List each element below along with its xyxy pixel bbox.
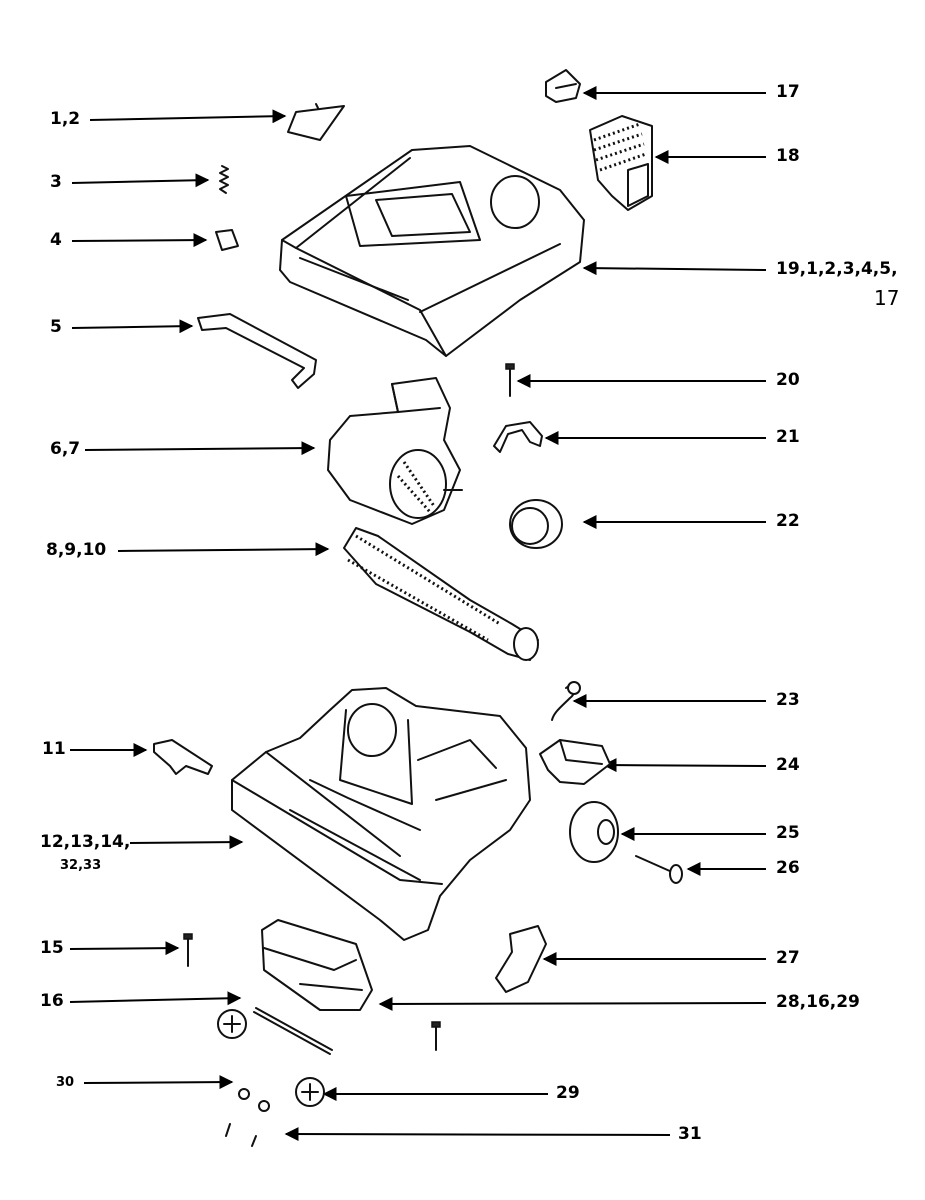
part-filter-card	[287, 103, 345, 141]
leader-1-2	[89, 109, 287, 124]
part-belt	[509, 499, 563, 549]
part-bracket-27	[495, 925, 547, 993]
leader-6-7	[84, 441, 316, 456]
leader-30	[83, 1075, 234, 1090]
callout-15: 15	[40, 938, 64, 958]
callout-29: 29	[556, 1083, 580, 1103]
leader-24	[602, 758, 767, 773]
leader-12-14	[129, 835, 244, 850]
callout-5: 5	[50, 317, 62, 337]
callout-27: 27	[776, 948, 800, 968]
callout-8-9-10: 8,9,10	[46, 540, 107, 560]
part-clip-11	[153, 739, 213, 775]
part-wheel-29b	[295, 1077, 325, 1107]
leader-5	[71, 319, 194, 334]
callout-28-16-29: 28,16,29	[776, 992, 860, 1012]
part-brush-roll	[343, 527, 539, 661]
callout-1-2: 1,2	[50, 109, 81, 129]
callout-25: 25	[776, 823, 800, 843]
part-clip-21	[493, 421, 543, 453]
part-hood	[279, 145, 585, 357]
callout-32-33: 32,33	[60, 858, 102, 873]
callout-23: 23	[776, 690, 800, 710]
callout-31: 31	[678, 1124, 702, 1144]
leader-3	[71, 173, 210, 188]
part-handle-bracket	[197, 313, 317, 389]
callout-6-7: 6,7	[50, 439, 81, 459]
callout-30: 30	[56, 1075, 75, 1090]
part-screw-small	[431, 1021, 441, 1051]
leader-16	[69, 991, 242, 1006]
part-base	[231, 687, 531, 941]
leader-19	[582, 261, 767, 276]
callout-12-13-14: 12,13,14,	[40, 832, 131, 852]
leader-15	[69, 941, 180, 956]
callout-21: 21	[776, 427, 800, 447]
part-spring	[219, 165, 229, 194]
part-light-cover	[589, 115, 653, 211]
callout-3: 3	[50, 172, 62, 192]
callout-17: 17	[776, 82, 800, 102]
leader-8-9-10	[117, 542, 330, 557]
leader-28	[378, 996, 767, 1011]
leader-4	[71, 233, 208, 248]
part-motor	[327, 377, 463, 525]
part-small-block	[215, 229, 239, 251]
callout-26: 26	[776, 858, 800, 878]
callout-24: 24	[776, 755, 800, 775]
part-screws-31	[225, 1123, 257, 1147]
leader-31	[284, 1127, 671, 1142]
callout-19: 19,1,2,3,4,5,	[776, 259, 898, 279]
callout-11: 11	[42, 739, 66, 759]
callout-18: 18	[776, 146, 800, 166]
part-pedal	[539, 739, 611, 785]
part-screw-15	[183, 933, 193, 967]
part-latch	[545, 69, 581, 103]
part-agitator-housing	[261, 919, 373, 1011]
callout-22: 22	[776, 511, 800, 531]
part-wheel-29a	[217, 1009, 247, 1039]
callout-20: 20	[776, 370, 800, 390]
callout-16: 16	[40, 991, 64, 1011]
part-clips-30	[238, 1088, 270, 1112]
part-wheel-25	[569, 801, 619, 863]
callout-19-17: 17	[874, 286, 900, 310]
callout-4: 4	[50, 230, 62, 250]
part-cord-23	[551, 681, 581, 721]
part-rod	[253, 1007, 333, 1055]
part-axle	[635, 855, 683, 884]
part-screw-20	[505, 363, 515, 397]
